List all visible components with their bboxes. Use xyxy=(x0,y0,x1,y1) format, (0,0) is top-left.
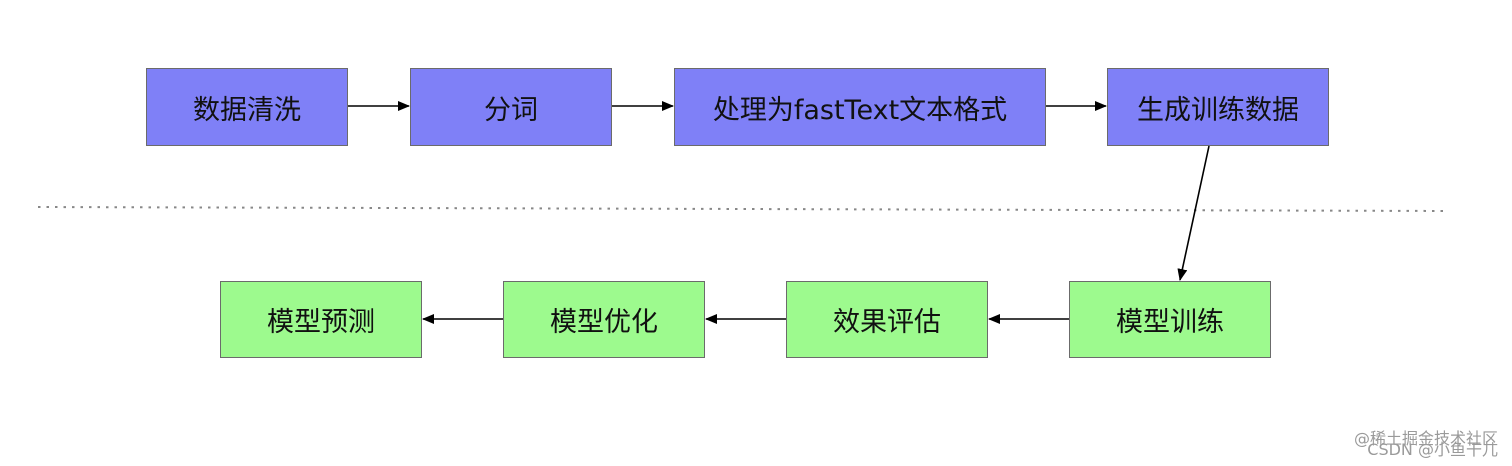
step-label: 效果评估 xyxy=(833,307,941,338)
step-label: 数据清洗 xyxy=(193,94,301,126)
step-data-cleaning: 数据清洗 xyxy=(146,68,348,146)
step-model-prediction: 模型预测 xyxy=(220,281,422,358)
watermark-juejin: @稀土掘金技术社区 xyxy=(1353,429,1498,448)
step-model-optimization: 模型优化 xyxy=(503,281,705,358)
step-model-training: 模型训练 xyxy=(1069,281,1271,358)
step-label: 分词 xyxy=(484,94,538,126)
watermark-csdn: CSDN @小鱼干儿 xyxy=(1367,440,1498,459)
arrow-training-data-to-training xyxy=(1177,145,1210,281)
step-label: 生成训练数据 xyxy=(1137,94,1299,126)
divider-dotted-line xyxy=(37,206,1449,212)
step-evaluation: 效果评估 xyxy=(786,281,988,358)
step-word-segmentation: 分词 xyxy=(410,68,612,146)
step-label: 模型训练 xyxy=(1116,307,1224,338)
step-generate-training-data: 生成训练数据 xyxy=(1107,68,1329,146)
step-label: 处理为fastText文本格式 xyxy=(712,94,1008,126)
step-label: 模型优化 xyxy=(550,307,658,338)
watermark: @稀土掘金技术社区 CSDN @小鱼干儿 xyxy=(1354,424,1498,458)
step-label: 模型预测 xyxy=(267,307,375,338)
step-fasttext-format: 处理为fastText文本格式 xyxy=(674,68,1046,146)
